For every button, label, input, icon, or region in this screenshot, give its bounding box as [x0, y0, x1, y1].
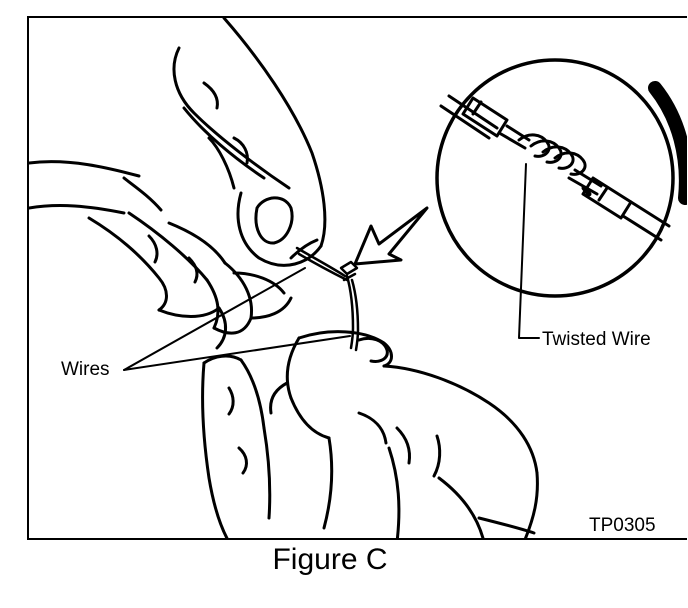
upper-hand — [29, 18, 327, 350]
figure-caption: Figure C — [272, 543, 388, 576]
wires-label: Wires — [61, 359, 110, 380]
wires-leader-lines — [123, 267, 351, 371]
zoom-magnifier-callout-arrow — [353, 206, 429, 266]
figure-code: TP0305 — [589, 515, 656, 536]
zoom-magnifier-circle — [435, 58, 687, 298]
hands-twisting-wires-illustration — [29, 18, 687, 538]
twisted-wire-label: Twisted Wire — [542, 329, 651, 350]
figure-frame: Wires Twisted Wire TP0305 — [27, 16, 687, 540]
twisted-wire-leader-line — [518, 163, 540, 339]
wire-pair — [295, 246, 360, 352]
lower-hand — [201, 330, 539, 538]
